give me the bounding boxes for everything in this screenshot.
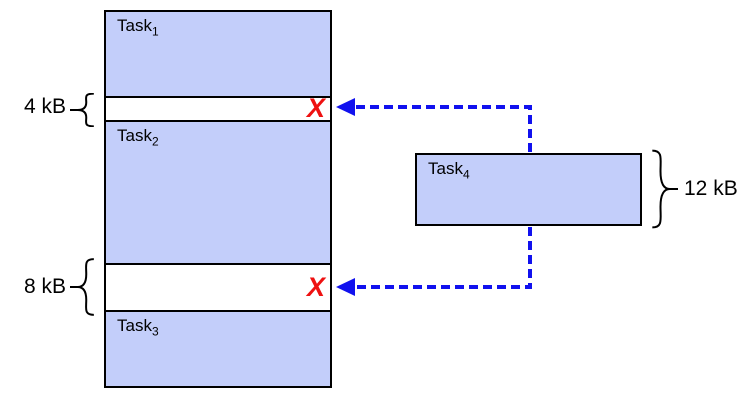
brace-4kb xyxy=(70,93,96,127)
arrow-to-8kb-gap-head xyxy=(336,278,355,296)
task1-label-subscript: 1 xyxy=(151,24,159,39)
task4-label-subscript: 4 xyxy=(462,167,470,182)
task4-label-text: Task xyxy=(428,159,463,178)
arrow-to-4kb-gap-head xyxy=(336,98,355,116)
task3-label-text: Task xyxy=(117,316,152,335)
memory-column: Task1 X Task2 X Task3 xyxy=(104,10,332,388)
task2-label-subscript: 2 xyxy=(151,134,159,149)
reject-x-mark-4kb: X xyxy=(306,92,325,123)
task3-label: Task3 xyxy=(117,316,159,339)
brace-12kb xyxy=(650,149,678,229)
reject-x-mark-8kb: X xyxy=(306,271,325,302)
arrow-to-4kb-gap-line xyxy=(354,105,532,152)
task1-label: Task1 xyxy=(117,16,159,39)
memory-block-task2: Task2 xyxy=(106,120,330,263)
arrow-to-8kb-gap-line xyxy=(354,227,532,289)
incoming-task4-block: Task4 xyxy=(415,153,642,226)
task4-size-label: 12 kB xyxy=(684,177,738,200)
gap-size-label-8kb: 8 kB xyxy=(23,275,66,298)
task1-label-text: Task xyxy=(117,16,152,35)
task2-label-text: Task xyxy=(117,126,152,145)
task2-label: Task2 xyxy=(117,126,159,149)
task4-label: Task4 xyxy=(428,159,470,182)
memory-gap-8kb: X xyxy=(106,263,330,310)
memory-gap-4kb: X xyxy=(106,92,330,123)
brace-8kb xyxy=(70,258,96,316)
memory-block-task1: Task1 xyxy=(106,12,330,96)
gap-size-label-4kb: 4 kB xyxy=(23,95,66,118)
memory-block-task3: Task3 xyxy=(106,310,330,386)
task3-label-subscript: 3 xyxy=(151,324,159,339)
